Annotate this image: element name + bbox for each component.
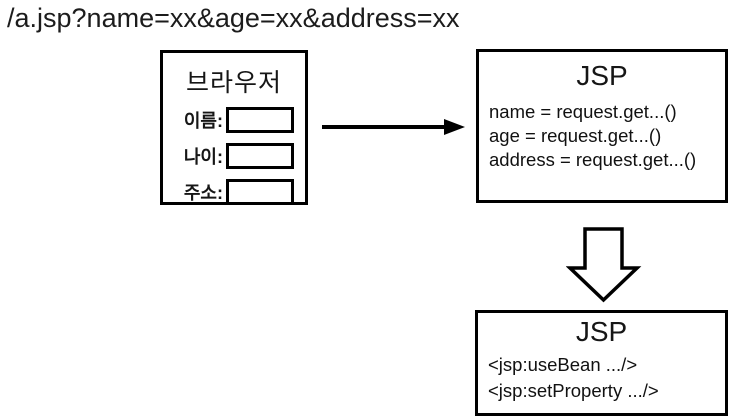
code-line-age: age = request.get...() [489, 125, 662, 146]
code-line-setproperty: <jsp:setProperty .../> [488, 380, 659, 401]
down-arrow-icon [566, 227, 642, 303]
form-row-name: 이름: [184, 106, 294, 134]
jsp-bean-box-title: JSP [575, 316, 628, 347]
jsp-request-box: JSP name = request.get...() age = reques… [476, 49, 728, 203]
jsp-bean-code: <jsp:useBean .../> <jsp:setProperty .../… [488, 352, 725, 404]
browser-box-title: 브라우저 [185, 69, 282, 97]
jsp-bean-box: JSP <jsp:useBean .../> <jsp:setProperty … [475, 310, 728, 416]
code-line-address: address = request.get...() [489, 149, 697, 170]
age-field-label: 나이: [183, 147, 223, 167]
jsp-request-code: name = request.get...() age = request.ge… [489, 100, 725, 172]
name-input-field [226, 107, 294, 133]
form-row-age: 나이: [184, 142, 294, 170]
age-input-field [226, 143, 294, 169]
jsp-request-box-title: JSP [576, 60, 628, 91]
address-field-label: 주소: [183, 183, 223, 203]
request-url-text: /a.jsp?name=xx&age=xx&address=xx [7, 3, 460, 33]
code-line-usebean: <jsp:useBean .../> [488, 354, 638, 375]
form-row-address: 주소: [184, 178, 294, 206]
address-input-field [226, 179, 294, 205]
right-arrow-icon [322, 119, 465, 135]
name-field-label: 이름: [183, 111, 223, 131]
browser-box: 브라우저 이름: 나이: 주소: [160, 50, 308, 205]
code-line-name: name = request.get...() [489, 101, 677, 122]
